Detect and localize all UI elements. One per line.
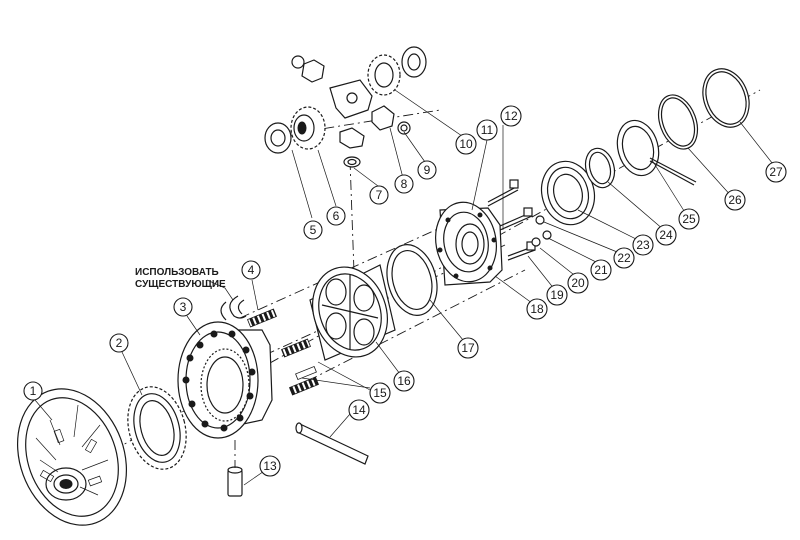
- callout-16: 16: [393, 370, 415, 392]
- svg-text:24: 24: [659, 228, 673, 242]
- svg-text:9: 9: [424, 163, 431, 177]
- callout-2: 2: [109, 333, 129, 353]
- part-17-ring: [386, 244, 438, 316]
- part-26-ring: [657, 94, 699, 150]
- leader-lines: [34, 89, 777, 486]
- callout-18: 18: [526, 298, 548, 320]
- part-25-seal: [616, 119, 697, 186]
- svg-text:27: 27: [769, 165, 783, 179]
- svg-text:22: 22: [617, 251, 631, 265]
- callout-10: 10: [455, 133, 477, 155]
- svg-text:23: 23: [636, 238, 650, 252]
- callout-26: 26: [724, 189, 746, 211]
- part-15-springs: [247, 308, 319, 396]
- part-24-snap-ring: [584, 147, 616, 189]
- callout-3: 3: [173, 297, 193, 317]
- svg-text:1: 1: [30, 384, 37, 398]
- part-16-cage: [309, 264, 396, 361]
- svg-text:5: 5: [310, 223, 317, 237]
- svg-text:12: 12: [504, 109, 518, 123]
- svg-text:2: 2: [116, 336, 123, 350]
- callout-22: 22: [613, 247, 635, 269]
- callout-6: 6: [326, 206, 346, 226]
- callout-27: 27: [765, 161, 787, 183]
- callout-11: 11: [476, 119, 498, 141]
- callout-7: 7: [369, 185, 389, 205]
- svg-text:21: 21: [594, 263, 608, 277]
- part-1-case-flange: [16, 388, 128, 526]
- svg-text:14: 14: [352, 403, 366, 417]
- part-3-housing: [177, 321, 273, 439]
- svg-text:4: 4: [248, 263, 255, 277]
- svg-text:20: 20: [571, 276, 585, 290]
- svg-text:26: 26: [728, 193, 742, 207]
- svg-text:13: 13: [263, 459, 277, 473]
- callout-14: 14: [348, 399, 370, 421]
- callouts: 1 2 3 4 5 6 7 8 9 10 11 12 13 14 15 16 1…: [23, 105, 787, 477]
- svg-text:7: 7: [376, 188, 383, 202]
- note-line-2: СУЩЕСТВУЮЩИЕ: [135, 279, 226, 290]
- svg-text:8: 8: [401, 177, 408, 191]
- callout-9: 9: [417, 160, 437, 180]
- part-4-clips: [220, 295, 247, 321]
- callout-8: 8: [394, 174, 414, 194]
- svg-text:18: 18: [530, 302, 544, 316]
- note-reuse-existing: ИСПОЛЬЗОВАТЬ СУЩЕСТВУЮЩИЕ: [135, 267, 226, 290]
- part-14-shaft: [295, 422, 369, 465]
- callout-5: 5: [303, 220, 323, 240]
- part-18-hub: [435, 201, 503, 286]
- callout-17: 17: [457, 337, 479, 359]
- svg-text:15: 15: [373, 386, 387, 400]
- part-27-ring: [702, 68, 750, 128]
- svg-text:25: 25: [682, 212, 696, 226]
- parts-11-12-19-21-fasteners: [471, 125, 552, 261]
- callout-25: 25: [678, 208, 700, 230]
- svg-text:10: 10: [459, 137, 473, 151]
- part-2-gear-ring: [127, 386, 187, 470]
- svg-text:16: 16: [397, 374, 411, 388]
- svg-text:17: 17: [461, 341, 475, 355]
- callout-23: 23: [632, 234, 654, 256]
- parts-5-10-gear-set: [264, 46, 427, 168]
- callout-1: 1: [23, 381, 43, 401]
- part-23-bearing: [540, 160, 596, 226]
- callout-15: 15: [369, 382, 391, 404]
- callout-21: 21: [590, 259, 612, 281]
- callout-13: 13: [259, 455, 281, 477]
- callout-12: 12: [500, 105, 522, 127]
- note-line-1: ИСПОЛЬЗОВАТЬ: [135, 267, 219, 278]
- part-13-pin: [227, 440, 243, 497]
- svg-text:19: 19: [550, 288, 564, 302]
- callout-4: 4: [241, 260, 261, 280]
- svg-text:3: 3: [180, 300, 187, 314]
- svg-text:11: 11: [481, 123, 494, 137]
- callout-24: 24: [655, 224, 677, 246]
- callout-19: 19: [546, 284, 568, 306]
- svg-text:6: 6: [333, 209, 340, 223]
- callout-20: 20: [567, 272, 589, 294]
